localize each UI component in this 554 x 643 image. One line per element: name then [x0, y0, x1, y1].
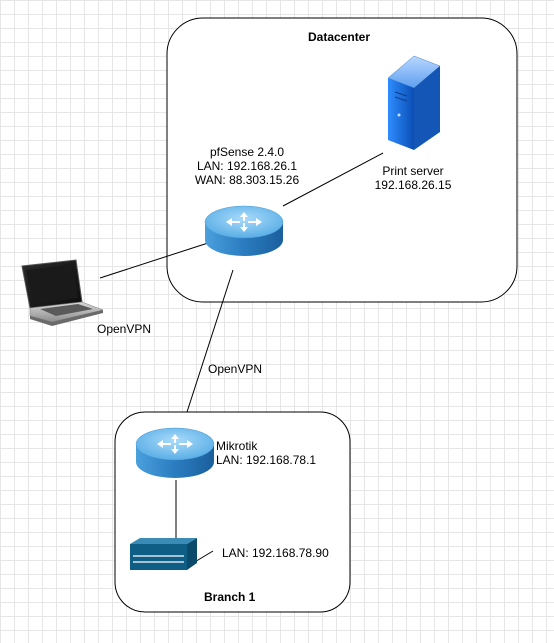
router-to-server-link[interactable] [282, 152, 384, 207]
pfsense-wan: WAN: 88.303.15.26 [194, 173, 300, 187]
mikrotik-name: Mikrotik [216, 439, 258, 453]
mikrotik-label: Mikrotik LAN: 192.168.78.1 [216, 439, 316, 467]
print-server-ip: 192.168.26.15 [374, 178, 452, 192]
laptop-to-router-link[interactable] [99, 242, 209, 279]
pfsense-label: pfSense 2.4.0 LAN: 192.168.26.1 WAN: 88.… [188, 145, 306, 187]
router-icon[interactable] [135, 427, 215, 478]
branch-title: Branch 1 [204, 590, 256, 604]
branch-link-label: OpenVPN [208, 362, 263, 376]
router-to-branch-link[interactable] [186, 269, 234, 413]
laptop-link-label: OpenVPN [97, 322, 152, 336]
switch-lan-label: LAN: 192.168.78.90 [222, 546, 329, 560]
pfsense-name: pfSense 2.4.0 [209, 145, 285, 159]
mikrotik-lan: LAN: 192.168.78.1 [216, 453, 317, 467]
print-server-name: Print server [382, 164, 444, 178]
laptop-icon[interactable] [21, 259, 104, 326]
datacenter-title: Datacenter [308, 30, 371, 44]
print-server-label: Print server 192.168.26.15 [368, 164, 458, 192]
router-icon[interactable] [204, 205, 284, 256]
server-icon[interactable] [387, 55, 441, 150]
pfsense-lan: LAN: 192.168.26.1 [196, 159, 298, 173]
switch-icon[interactable] [130, 538, 197, 570]
